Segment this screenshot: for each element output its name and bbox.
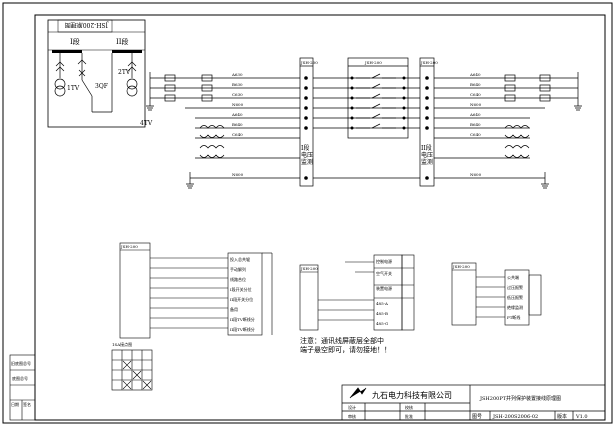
wire-labels: A630 B630 C630 N600 A640 B640 C640 N600 … [231, 60, 482, 177]
tb-approve: 批准 [405, 413, 413, 419]
terminal-right-header: JSH-200 [452, 264, 470, 269]
wire-label: A630 [231, 72, 243, 77]
mini-breaker: 3QF [95, 83, 108, 90]
block2-header: JSH-200 [364, 60, 382, 65]
block1-header: JSH-200 [300, 60, 318, 65]
margin-label-sign: 签名 [23, 401, 31, 407]
note-line2: 端子悬空即可，请勿接地！！ [300, 345, 391, 354]
title-block [341, 384, 606, 421]
mini-pt1: 1TV [67, 85, 80, 92]
wire-label: N600 [232, 102, 244, 107]
wire-label: B640 [232, 122, 243, 127]
margin-label-base: 底图总号 [12, 375, 28, 381]
fig-no: JSH-200S2006-02 [492, 414, 538, 420]
wire-label: N600 [470, 102, 482, 107]
company-name: 九石电力科技有限公司 [372, 390, 452, 400]
ver-no: V1.0 [575, 414, 588, 420]
wire-label: N600 [470, 172, 482, 177]
wire-label: C630 [232, 92, 243, 97]
terminal-left-item: 备用 [230, 306, 238, 312]
terminal-left-item: II段TV断线分 [230, 316, 255, 322]
margin-label-old: 旧底图总号 [11, 360, 31, 366]
terminal-left-header: JSH-200 [120, 244, 138, 249]
block3-footer: II段电压监测 [421, 144, 433, 166]
isa-box [111, 349, 153, 391]
terminal-left-item: I段开关分位 [230, 286, 252, 292]
tb-design: 设计 [348, 404, 356, 410]
drawing-title: JSH200PT并列保护装置接线原理图 [479, 395, 561, 402]
wire-label: A640 [469, 72, 481, 77]
main-schematic [146, 57, 582, 189]
terminal-right-item: PT断线 [507, 314, 520, 320]
mini-tag: JSH-200原理图 [65, 21, 109, 28]
left-margin-table: 旧底图总号 底图总号 日期 签名 [9, 354, 36, 421]
tb-review: 审核 [348, 413, 356, 419]
schematic-terminals [304, 76, 429, 180]
wire-label: N600 [232, 172, 244, 177]
block1-footer: I段电压监测 [301, 144, 313, 166]
mini-pt4: 4TV [140, 120, 153, 127]
wire-label: C640 [232, 132, 243, 137]
terminal-mid [299, 254, 415, 331]
terminal-right-item: 过压报警 [507, 284, 523, 290]
terminal-mid-item: 空气开关 [376, 270, 392, 276]
block3-header: JSH-200 [420, 60, 438, 65]
wire-label: B640 [470, 122, 481, 127]
wire-label: B640 [470, 82, 481, 87]
wire-label: A640 [469, 112, 481, 117]
terminal-mid-item: 控制电源 [376, 258, 392, 264]
terminal-left-item: 手动解列 [230, 266, 246, 272]
terminal-right-item: 低压报警 [507, 294, 523, 300]
terminal-left-item: II段开关分位 [230, 296, 253, 302]
terminal-right-item: 公共端 [507, 274, 519, 280]
mini-diagram: JSH-200原理图 I段 II段 1TV 3QF 2TV 4TV [47, 19, 153, 128]
terminal-mid-item: 装置电源 [376, 285, 392, 291]
terminal-mid-item: 485-B [376, 311, 388, 316]
wire-label: B630 [232, 82, 243, 87]
terminal-mid-header: JSH-200 [300, 266, 318, 271]
inner-border [34, 14, 606, 421]
terminal-right [451, 262, 542, 326]
terminal-mid-item: 485-A [376, 301, 388, 306]
terminal-mid-item: 485-G [376, 321, 388, 326]
mini-section1: I段 [70, 37, 80, 46]
terminal-left [119, 242, 273, 339]
isa-title: 1SA接点图 [112, 341, 132, 347]
mini-section2: II段 [116, 37, 129, 46]
wire-label: A640 [231, 112, 243, 117]
note-line1: 注意：通讯线屏蔽层全部中 [300, 336, 384, 345]
terminal-left-item: 投入总共辊 [230, 256, 250, 262]
outer-border [2, 2, 613, 424]
ver-label: 版本 [557, 413, 567, 420]
terminal-left-item: II段TV断线分 [230, 326, 255, 332]
wire-label: C640 [470, 92, 481, 97]
wire-label: C640 [470, 132, 481, 137]
fig-label: 图号 [472, 414, 482, 420]
tb-check: 校核 [405, 404, 413, 410]
mini-pt2: 2TV [118, 69, 131, 76]
terminal-right-item: 绝缘监测 [507, 304, 523, 310]
terminal-left-item: 线路合位 [230, 276, 246, 282]
margin-label-date: 日期 [11, 401, 19, 407]
